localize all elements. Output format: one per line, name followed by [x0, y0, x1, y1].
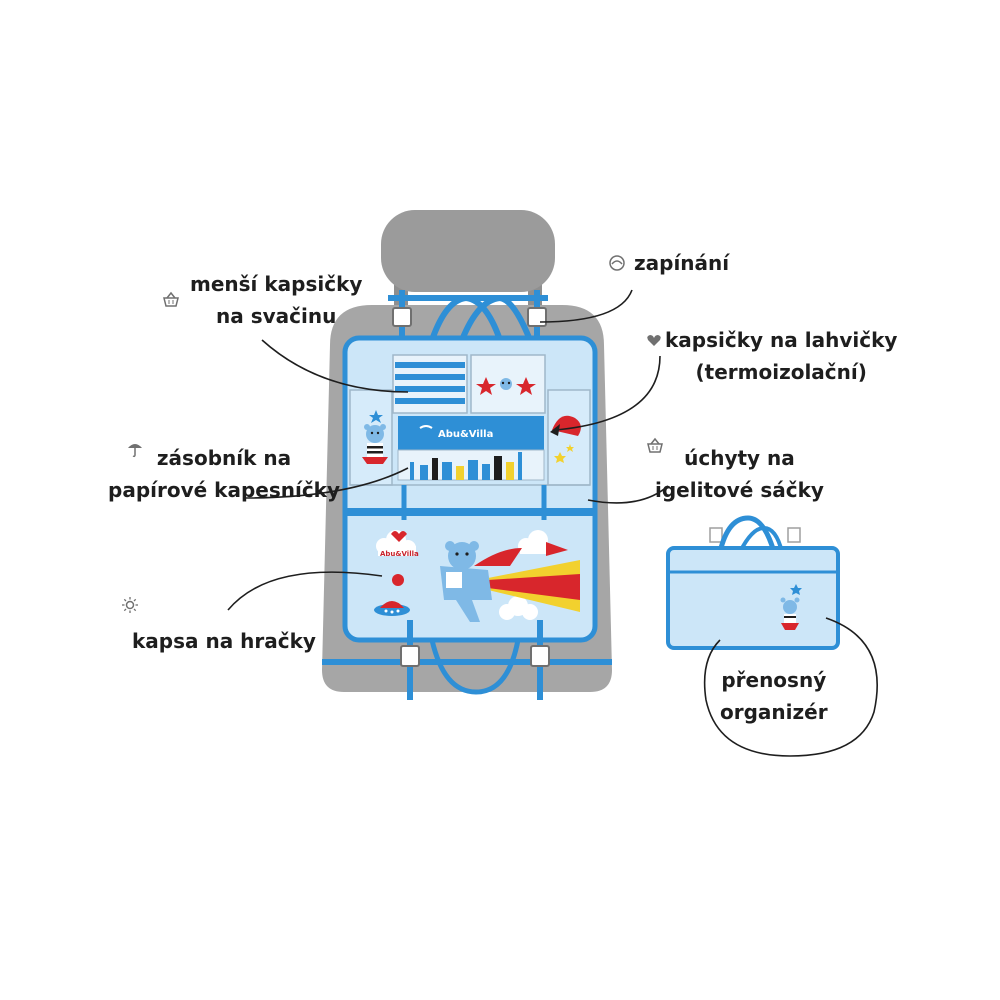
label-line: igelitové sáčky [655, 478, 824, 502]
toy-pocket-scene: Abu&Villa [374, 530, 580, 622]
callout-line-kapsa [227, 571, 383, 611]
tissue-dispenser: Abu&Villa [397, 416, 545, 481]
callout-line-prenosny [703, 617, 878, 757]
bear-left [362, 410, 388, 464]
label-line: menší kapsičky [190, 272, 363, 296]
callout-line-mensi [261, 339, 409, 393]
label-line: kapsa na hračky [132, 629, 316, 653]
heart-icon [647, 335, 661, 346]
label-prenosny-organizer: přenosný organizér [720, 664, 828, 728]
label-line: (termoizolační) [695, 360, 867, 384]
callout-line-zasobnik [243, 467, 409, 499]
callout-lines [227, 289, 878, 757]
label-line: organizér [720, 700, 828, 724]
basket-icon [163, 291, 179, 307]
label-zasobnik: zásobník na papírové kapesníčky [108, 442, 340, 506]
snack-pocket-right [470, 354, 546, 414]
brand-logo-small: Abu&Villa [380, 550, 419, 558]
brand-logo: Abu&Villa [438, 429, 493, 440]
toy-pocket-top-trim [345, 508, 595, 516]
label-mensi-kapsicky: menší kapsičky na svačinu [190, 268, 362, 332]
label-line: papírové kapesníčky [108, 478, 341, 502]
sun-icon [122, 597, 138, 613]
label-kapsa-hracky: kapsa na hračky [132, 625, 316, 657]
umbrella-icon [128, 444, 142, 458]
label-line: kapsičky na lahvičky [665, 328, 898, 352]
callout-line-zapinani [539, 289, 633, 323]
label-uchyty: úchyty na igelitové sáčky [655, 442, 824, 506]
label-kapsicky-lahvicky: kapsičky na lahvičky (termoizolační) [665, 324, 897, 388]
portable-organizer [666, 515, 840, 650]
label-line: úchyty na [684, 446, 795, 470]
callout-line-lahvicky [555, 355, 661, 431]
label-line: zásobník na [156, 446, 292, 470]
label-line: na svačinu [216, 304, 337, 328]
label-line: zapínání [634, 251, 730, 275]
bottom-straps [322, 620, 612, 700]
snack-pocket-left [392, 354, 468, 414]
basket-icon [647, 437, 663, 453]
bottle-pocket-right [547, 389, 591, 486]
callout-line-uchyty [587, 485, 669, 504]
hat-icon [609, 255, 625, 271]
label-zapinani: zapínání [634, 247, 729, 279]
label-line: přenosný [721, 668, 827, 692]
dragon-right [550, 415, 581, 463]
